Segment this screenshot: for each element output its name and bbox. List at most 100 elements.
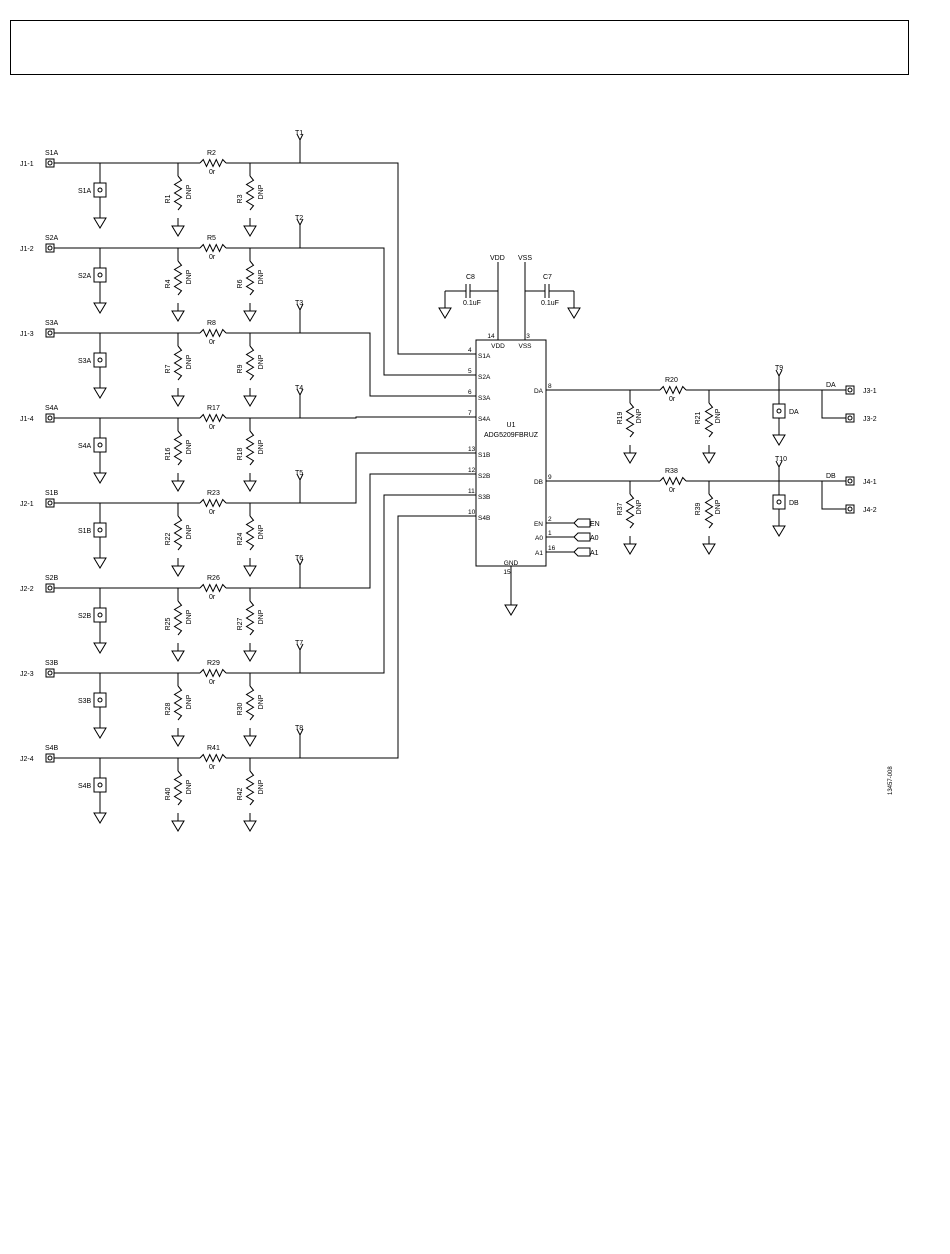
ic-pin-number: 1 bbox=[548, 530, 552, 537]
dnp-label: DNP bbox=[636, 499, 643, 514]
shunt-resistor-label: R9 bbox=[237, 364, 244, 373]
series-resistor-label: R41 bbox=[207, 745, 220, 752]
shunt-resistor-label: R24 bbox=[237, 532, 244, 545]
ground-symbol bbox=[93, 557, 107, 569]
source-net-label: S4B bbox=[45, 745, 59, 752]
source-net-label: S2A bbox=[45, 235, 59, 242]
switch-symbol bbox=[772, 494, 786, 510]
source-net-label: S3A bbox=[45, 320, 59, 327]
testpoint-symbol bbox=[778, 460, 783, 468]
shunt-resistor-label: R16 bbox=[165, 447, 172, 460]
ic-pin-name: S3A bbox=[478, 395, 491, 402]
switch-symbol-dot bbox=[97, 612, 103, 618]
connector-label: J2-1 bbox=[20, 501, 34, 508]
resistor-symbol bbox=[245, 600, 255, 636]
resistor-symbol bbox=[173, 515, 183, 551]
ic-pin-number: 10 bbox=[468, 509, 476, 516]
dnp-label: DNP bbox=[186, 779, 193, 794]
ground-symbol bbox=[504, 604, 518, 616]
resistor-symbol bbox=[704, 493, 714, 529]
capacitor-value: 0.1uF bbox=[463, 300, 481, 307]
output-net-label: DA bbox=[826, 382, 836, 389]
switch-label: DB bbox=[789, 500, 799, 507]
resistor-value-label: 0r bbox=[209, 594, 216, 601]
shunt-resistor-label: R7 bbox=[165, 364, 172, 373]
connector-pin-hole bbox=[47, 755, 53, 761]
resistor-symbol bbox=[245, 345, 255, 381]
dnp-label: DNP bbox=[258, 779, 265, 794]
source-net-label: S1A bbox=[45, 150, 59, 157]
series-resistor-label: R23 bbox=[207, 490, 220, 497]
shunt-resistor-label: R42 bbox=[237, 787, 244, 800]
switch-label: S1B bbox=[78, 528, 92, 535]
switch-symbol-dot bbox=[776, 499, 782, 505]
ground-symbol bbox=[243, 310, 257, 322]
ground-symbol bbox=[171, 225, 185, 237]
connector-pin bbox=[45, 413, 55, 423]
ground-symbol bbox=[772, 525, 786, 537]
ground-symbol bbox=[243, 735, 257, 747]
dnp-label: DNP bbox=[258, 694, 265, 709]
ground-symbol bbox=[243, 225, 257, 237]
resistor-value-label: 0r bbox=[209, 254, 216, 261]
connector-pin-hole bbox=[47, 415, 53, 421]
connector-label: J1-2 bbox=[20, 246, 34, 253]
switch-symbol-dot bbox=[97, 697, 103, 703]
ground-symbol bbox=[93, 472, 107, 484]
capacitor-label: C8 bbox=[466, 274, 475, 281]
shunt-resistor-label: R1 bbox=[165, 194, 172, 203]
net-to-ic bbox=[300, 416, 476, 419]
ic-pin-name: VSS bbox=[518, 343, 532, 350]
series-resistor-label: R29 bbox=[207, 660, 220, 667]
resistor-symbol bbox=[625, 402, 635, 438]
capacitor-value: 0.1uF bbox=[541, 300, 559, 307]
testpoint-label: T8 bbox=[295, 725, 303, 732]
testpoint-symbol bbox=[299, 558, 304, 566]
shunt-resistor-label: R6 bbox=[237, 279, 244, 288]
ic-pin-name: S2A bbox=[478, 374, 491, 381]
connector-pin-hole bbox=[847, 415, 853, 421]
testpoint-symbol bbox=[296, 133, 301, 141]
connector-label: J4-1 bbox=[863, 479, 877, 486]
ground-symbol bbox=[93, 387, 107, 399]
ground-symbol bbox=[93, 727, 107, 739]
title-frame bbox=[10, 20, 909, 75]
switch-symbol-dot bbox=[776, 408, 782, 414]
vss-net-label: VSS bbox=[518, 255, 532, 262]
switch-label: DA bbox=[789, 409, 799, 416]
switch-symbol bbox=[93, 437, 107, 453]
testpoint-symbol bbox=[299, 473, 304, 481]
ic-pin-name: GND bbox=[504, 560, 519, 567]
resistor-symbol bbox=[245, 260, 255, 296]
net-to-ic bbox=[300, 452, 476, 504]
ic-pin-number: 12 bbox=[468, 467, 476, 474]
testpoint-symbol bbox=[296, 218, 301, 226]
power-supply: VDD VSS C8 0.1uF C7 0.1uF bbox=[438, 255, 581, 340]
capacitor-label: C7 bbox=[543, 274, 552, 281]
ground-symbol bbox=[93, 642, 107, 654]
resistor-value-label: 0r bbox=[209, 169, 216, 176]
switch-symbol-dot bbox=[97, 272, 103, 278]
series-resistor-label: R38 bbox=[665, 468, 678, 475]
connector-pin-hole bbox=[847, 387, 853, 393]
ground-symbol bbox=[772, 434, 786, 446]
resistor-symbol bbox=[199, 243, 227, 253]
resistor-symbol bbox=[245, 685, 255, 721]
shunt-resistor-label: R4 bbox=[165, 279, 172, 288]
connector-label: J4-2 bbox=[863, 507, 877, 514]
ic-pin-name: A0 bbox=[535, 535, 543, 542]
connector-label: J2-2 bbox=[20, 586, 34, 593]
vdd-net-label: VDD bbox=[490, 255, 505, 262]
testpoint-label: T2 bbox=[295, 215, 303, 222]
output-net-label: DB bbox=[826, 473, 836, 480]
testpoint-symbol bbox=[296, 473, 301, 481]
connector-pin bbox=[845, 504, 855, 514]
switch-ic: U1ADG5209FBRUZVDD14VSS3GND15S1A4S2A5S3A6… bbox=[468, 333, 600, 616]
shunt-resistor-label: R28 bbox=[165, 702, 172, 715]
connector-pin-hole bbox=[47, 160, 53, 166]
source-net-label: S4A bbox=[45, 405, 59, 412]
resistor-value-label: 0r bbox=[669, 487, 676, 494]
